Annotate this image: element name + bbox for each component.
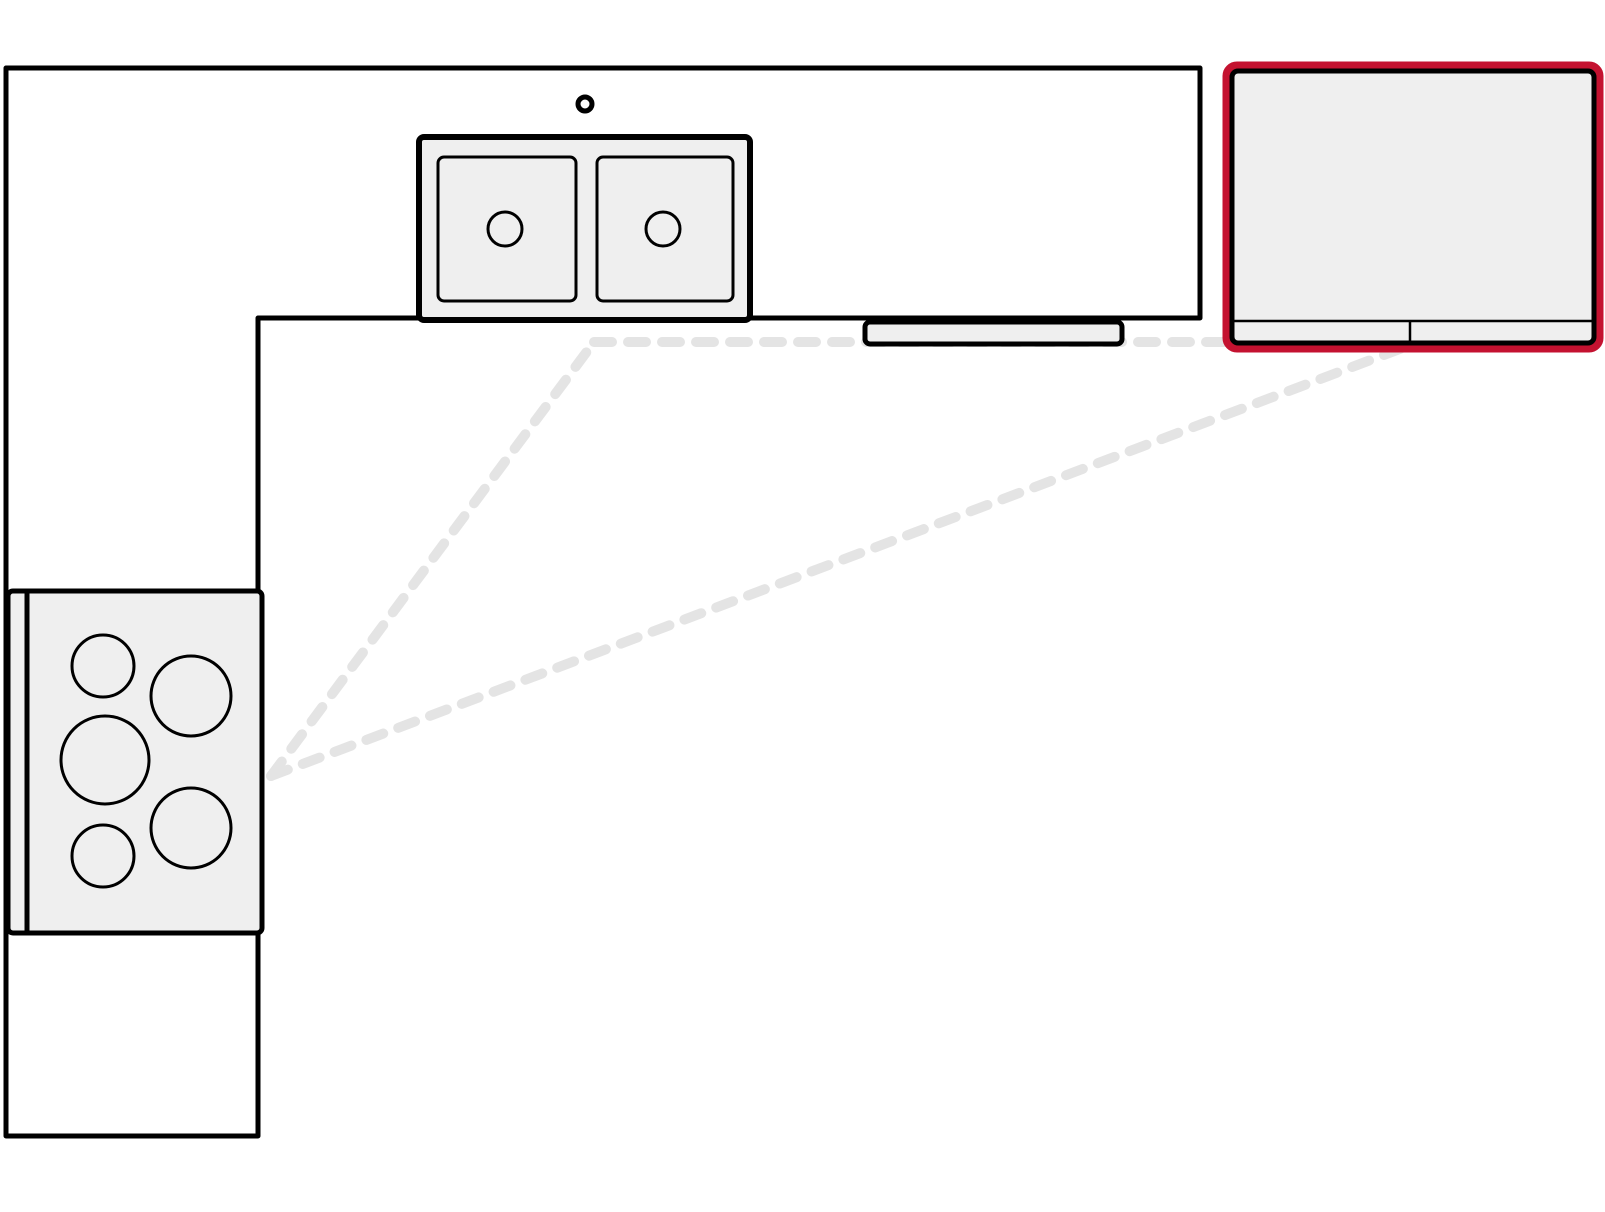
dishwasher[interactable]	[862, 319, 1125, 347]
stove-body[interactable]	[5, 588, 265, 936]
selection-highlight	[1222, 61, 1604, 353]
burner-icon	[70, 823, 136, 889]
drain-icon	[644, 210, 682, 248]
refrigerator-body[interactable]	[1229, 68, 1597, 346]
burners	[59, 633, 233, 889]
refrigerator[interactable]	[1222, 61, 1604, 353]
drain-icon	[486, 210, 524, 248]
stove[interactable]	[5, 588, 265, 936]
faucet-icon	[575, 94, 595, 114]
burner-icon	[149, 786, 233, 870]
triangle-edge-stove-to-sink	[266, 337, 599, 781]
triangle-edge-stove-to-fridge	[266, 342, 1410, 781]
sink-basin-right[interactable]	[595, 155, 735, 303]
burner-icon	[149, 654, 233, 738]
burner-icon	[59, 714, 151, 806]
burner-icon	[70, 633, 136, 699]
work-triangle	[266, 337, 1410, 781]
sink-basin-left[interactable]	[436, 155, 578, 303]
double-sink[interactable]	[416, 134, 753, 323]
